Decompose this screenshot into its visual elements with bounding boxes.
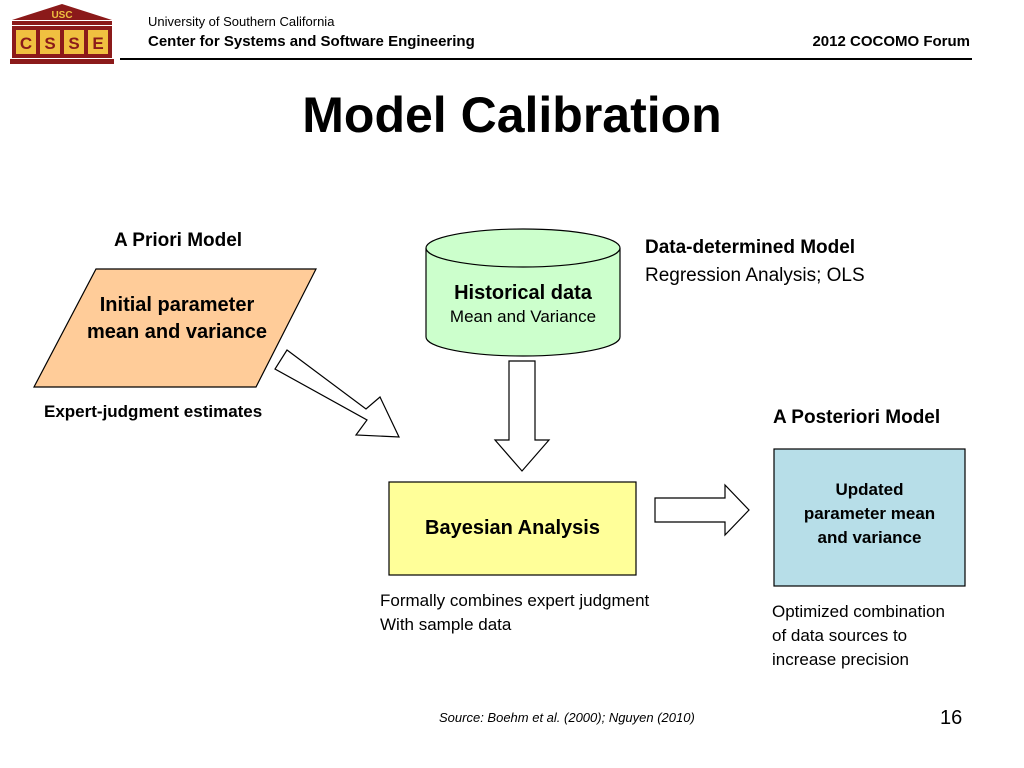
data-determined-heading: Data-determined Model — [645, 237, 856, 258]
a-priori-box-text: Initial parameter mean and variance — [64, 292, 290, 346]
a-posteriori-caption-line2: of data sources to — [772, 626, 908, 645]
bayesian-caption: Formally combines expert judgment With s… — [380, 589, 649, 637]
historical-data-cylinder — [425, 228, 621, 357]
a-posteriori-box-line1: Updated — [835, 480, 904, 499]
logo-letter-s1: S — [44, 34, 55, 53]
bayesian-analysis-box — [388, 481, 637, 576]
a-priori-caption: Expert-judgment estimates — [44, 402, 263, 421]
a-posteriori-box-line2: parameter mean — [803, 504, 936, 523]
a-posteriori-heading: A Posteriori Model — [773, 407, 941, 428]
arrow-priori-to-bayesian — [274, 349, 400, 438]
university-name: University of Southern California — [148, 14, 335, 29]
a-posteriori-caption-line3: increase precision — [772, 650, 910, 669]
arrow-historical-to-bayesian — [493, 360, 551, 472]
header-rule — [120, 58, 972, 60]
a-posteriori-box-text: Updated parameter mean and variance — [774, 478, 965, 550]
center-name: Center for Systems and Software Engineer… — [148, 33, 475, 50]
bayesian-caption-line2: With sample data — [380, 615, 512, 634]
a-posteriori-box — [773, 448, 966, 587]
source-citation: Source: Boehm et al. (2000); Nguyen (201… — [439, 710, 695, 725]
historical-line2: Mean and Variance — [449, 307, 597, 326]
bayesian-caption-line1: Formally combines expert judgment — [380, 591, 650, 610]
a-priori-heading: A Priori Model — [114, 230, 243, 251]
a-priori-box-line2: mean and variance — [86, 321, 268, 343]
logo-usc-text: USC — [51, 10, 72, 21]
a-posteriori-caption: Optimized combination of data sources to… — [772, 600, 945, 672]
historical-data-text: Historical data Mean and Variance — [426, 281, 620, 329]
a-priori-box-line1: Initial parameter — [99, 294, 255, 316]
logo-letter-c: C — [20, 34, 32, 53]
a-posteriori-box-line3: and variance — [817, 528, 922, 547]
bayesian-analysis-label: Bayesian Analysis — [425, 517, 600, 539]
a-posteriori-caption-line1: Optimized combination — [772, 602, 945, 621]
usc-csse-logo: USC C S S E — [10, 4, 114, 64]
historical-line1: Historical data — [454, 282, 592, 304]
logo-letter-s2: S — [68, 34, 79, 53]
forum-name: 2012 COCOMO Forum — [812, 33, 970, 50]
slide-title: Model Calibration — [302, 87, 722, 143]
arrow-bayesian-to-posteriori — [654, 483, 750, 537]
page-number: 16 — [940, 707, 963, 729]
logo-letter-e: E — [92, 34, 103, 53]
data-determined-subheading: Regression Analysis; OLS — [645, 265, 865, 286]
a-priori-parallelogram — [33, 268, 317, 388]
